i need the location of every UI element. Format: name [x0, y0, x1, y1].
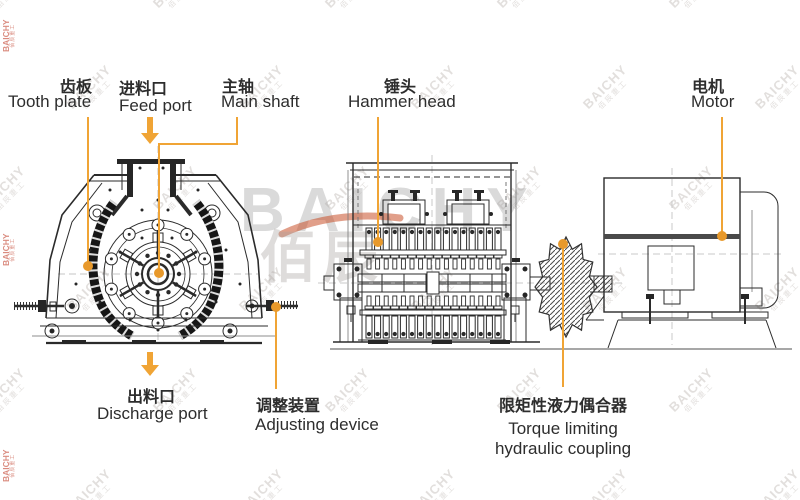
label-feed-port-en: Feed port — [119, 96, 192, 115]
flow-arrows — [141, 117, 159, 376]
hammer-row-upper — [364, 254, 503, 270]
label-hammer-head-zh: 锤头 — [384, 79, 417, 96]
label-coupling-en1: Torque limiting — [508, 419, 618, 438]
label-tooth-plate-zh: 齿板 — [60, 79, 93, 96]
label-tooth-plate-en: Tooth plate — [8, 92, 92, 111]
label-motor-en: Motor — [691, 92, 735, 111]
label-adjusting-device-zh: 调整装置 — [256, 398, 321, 415]
leader-dots — [83, 231, 727, 312]
motor-drawing — [585, 168, 784, 349]
label-discharge-port-zh: 出料口 — [127, 389, 176, 406]
motor-end-bell — [740, 191, 779, 309]
label-motor-zh: 电机 — [692, 79, 725, 96]
label-coupling: 限矩性液力偶合器 Torque limiting hydraulic coupl… — [455, 392, 671, 459]
bearing-caps — [379, 190, 493, 225]
discharge-direction-arrow — [141, 352, 159, 376]
feed-direction-arrow — [141, 117, 159, 144]
rotor-shaft — [357, 271, 507, 295]
terminal-box — [647, 245, 695, 291]
label-main-shaft-en: Main shaft — [221, 92, 300, 111]
hammer-row-top — [365, 227, 502, 251]
main-shaft-leader — [158, 117, 238, 273]
bearing-pedestal-left — [323, 258, 363, 301]
hammer-row-lower — [364, 295, 503, 310]
hammer-row-bottom — [365, 315, 502, 339]
adjusting-rod-left — [14, 298, 80, 314]
label-coupling-en2: hydraulic coupling — [494, 439, 632, 459]
label-feed-port-zh: 进料口 — [119, 81, 168, 98]
crusher-drawing — [14, 146, 298, 345]
hammer-assembly-drawing — [318, 155, 625, 345]
leader-lines — [87, 117, 723, 389]
label-coupling-zh: 限矩性液力偶合器 — [498, 398, 627, 415]
label-hammer-head-en: Hammer head — [348, 92, 456, 111]
label-adjusting-device-en: Adjusting device — [255, 415, 379, 434]
label-discharge-port-en: Discharge port — [97, 404, 208, 423]
label-main-shaft-zh: 主轴 — [222, 79, 255, 96]
coupling-drawing — [534, 235, 613, 339]
